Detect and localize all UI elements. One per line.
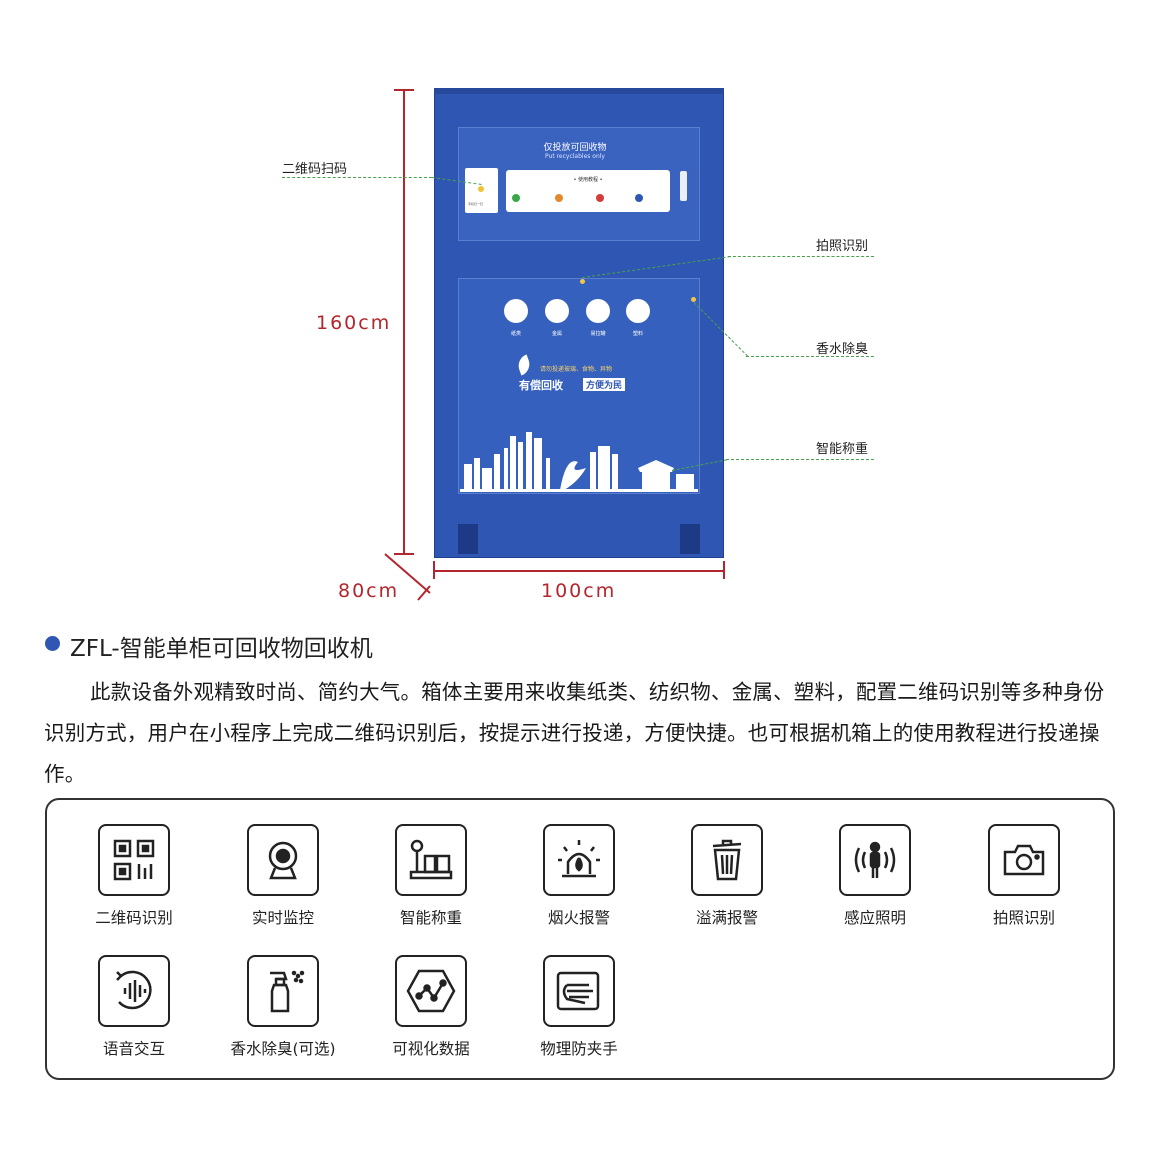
feature-qr-recognition: 二维码识别: [64, 824, 204, 928]
category-label-can: 易拉罐: [590, 331, 606, 337]
feature-panel: [45, 798, 1115, 1080]
callout-photo-recognition: 拍照识别: [816, 239, 869, 254]
feature-label: 香水除臭(可选): [230, 1040, 336, 1058]
callout-perfume-leader: [746, 356, 874, 357]
guide-step-2-icon: [555, 194, 563, 202]
feature-data-visualization: 可视化数据: [361, 955, 501, 1059]
trash-bin-icon: [691, 824, 763, 896]
depth-dimension-line: [384, 553, 431, 601]
category-plastic-icon: [626, 299, 650, 323]
category-label-plastic: 塑料: [632, 331, 643, 337]
cabinet-top-cap: [434, 88, 724, 94]
feature-label: 烟火报警: [547, 909, 610, 927]
callout-smart-weighing: 智能称重: [816, 442, 869, 457]
width-dimension-cap-right: [723, 561, 725, 579]
callout-qr-scan-leader: [282, 177, 432, 178]
feature-overflow-alarm: 溢满报警: [657, 824, 797, 928]
feature-smart-weighing: 智能称重: [361, 824, 501, 928]
webcam-icon: [247, 824, 319, 896]
camera-icon: [988, 824, 1060, 896]
door-handle[interactable]: [680, 171, 687, 201]
feature-label: 感应照明: [843, 909, 906, 927]
callout-weighing-leader: [726, 459, 874, 460]
slogan-main: 有偿回收: [519, 379, 563, 392]
category-can-icon: [586, 299, 610, 323]
feature-live-monitoring: 实时监控: [213, 824, 353, 928]
hand-protect-icon: [543, 955, 615, 1027]
feature-label: 溢满报警: [695, 909, 758, 927]
slogan-tag: 方便为民: [583, 378, 626, 391]
sensor-light-icon: [839, 824, 911, 896]
feature-label: 智能称重: [399, 909, 462, 927]
height-dimension-cap-bottom: [394, 553, 414, 555]
guide-step-3-icon: [596, 194, 604, 202]
usage-guide-card: [506, 170, 670, 212]
feature-label: 语音交互: [102, 1040, 165, 1058]
width-dimension-line: [434, 570, 724, 572]
category-metal-icon: [545, 299, 569, 323]
height-dimension-line: [403, 90, 405, 554]
callout-qr-scan: 二维码扫码: [282, 162, 348, 177]
camera-indicator-icon: [580, 279, 585, 284]
feature-label: 实时监控: [251, 909, 314, 927]
product-title: ZFL-智能单柜可回收物回收机: [70, 636, 373, 662]
callout-perfume-deodorize: 香水除臭: [816, 342, 869, 357]
width-label: 100cm: [541, 580, 617, 602]
product-description: 此款设备外观精致时尚、简约大气。箱体主要用来收集纸类、纺织物、金属、塑料，配置二…: [44, 680, 1105, 786]
guide-step-1-icon: [512, 194, 520, 202]
fire-alarm-icon: [543, 824, 615, 896]
panel-title: 仅投放可回收物: [543, 143, 607, 153]
voice-icon: [98, 955, 170, 1027]
feature-label: 可视化数据: [392, 1040, 470, 1058]
feature-voice-interaction: 语音交互: [64, 955, 204, 1059]
qr-code-icon: [98, 824, 170, 896]
guide-step-4-icon: [635, 194, 643, 202]
callout-photo-leader: [728, 256, 874, 257]
spray-bottle-icon: [247, 955, 319, 1027]
cabinet-foot-left: [458, 524, 478, 554]
width-dimension-cap-left: [433, 561, 435, 579]
feature-photo-recognition: 拍照识别: [954, 824, 1094, 928]
slogan-warning: 请勿投递玻璃、食物、异物: [540, 366, 613, 373]
feature-label: 物理防夹手: [540, 1040, 618, 1058]
scanner-text: 手机扫一扫: [468, 202, 484, 206]
scanner-lens-icon: [478, 186, 484, 192]
height-dimension-cap-top: [394, 89, 414, 91]
deodorizer-indicator-icon: [691, 297, 696, 302]
category-label-metal: 金属: [551, 331, 562, 337]
feature-perfume-deodorize: 香水除臭(可选): [213, 955, 353, 1059]
category-paper-icon: [504, 299, 528, 323]
panel-subtitle: Put recyclables only: [545, 153, 605, 160]
cabinet-foot-right: [680, 524, 700, 554]
guide-title: • 使用教程 •: [573, 177, 603, 183]
heading-bullet-icon: [45, 636, 60, 651]
feature-label: 二维码识别: [95, 909, 173, 927]
scale-icon: [395, 824, 467, 896]
feature-sensor-lighting: 感应照明: [805, 824, 945, 928]
feature-fire-alarm: 烟火报警: [509, 824, 649, 928]
city-skyline-illustration: [460, 432, 698, 492]
category-label-paper: 纸类: [510, 331, 521, 337]
feature-label: 拍照识别: [992, 909, 1055, 927]
feature-anti-pinch: 物理防夹手: [509, 955, 649, 1059]
depth-label: 80cm: [338, 580, 400, 602]
data-chart-icon: [395, 955, 467, 1027]
height-label: 160cm: [316, 312, 392, 334]
